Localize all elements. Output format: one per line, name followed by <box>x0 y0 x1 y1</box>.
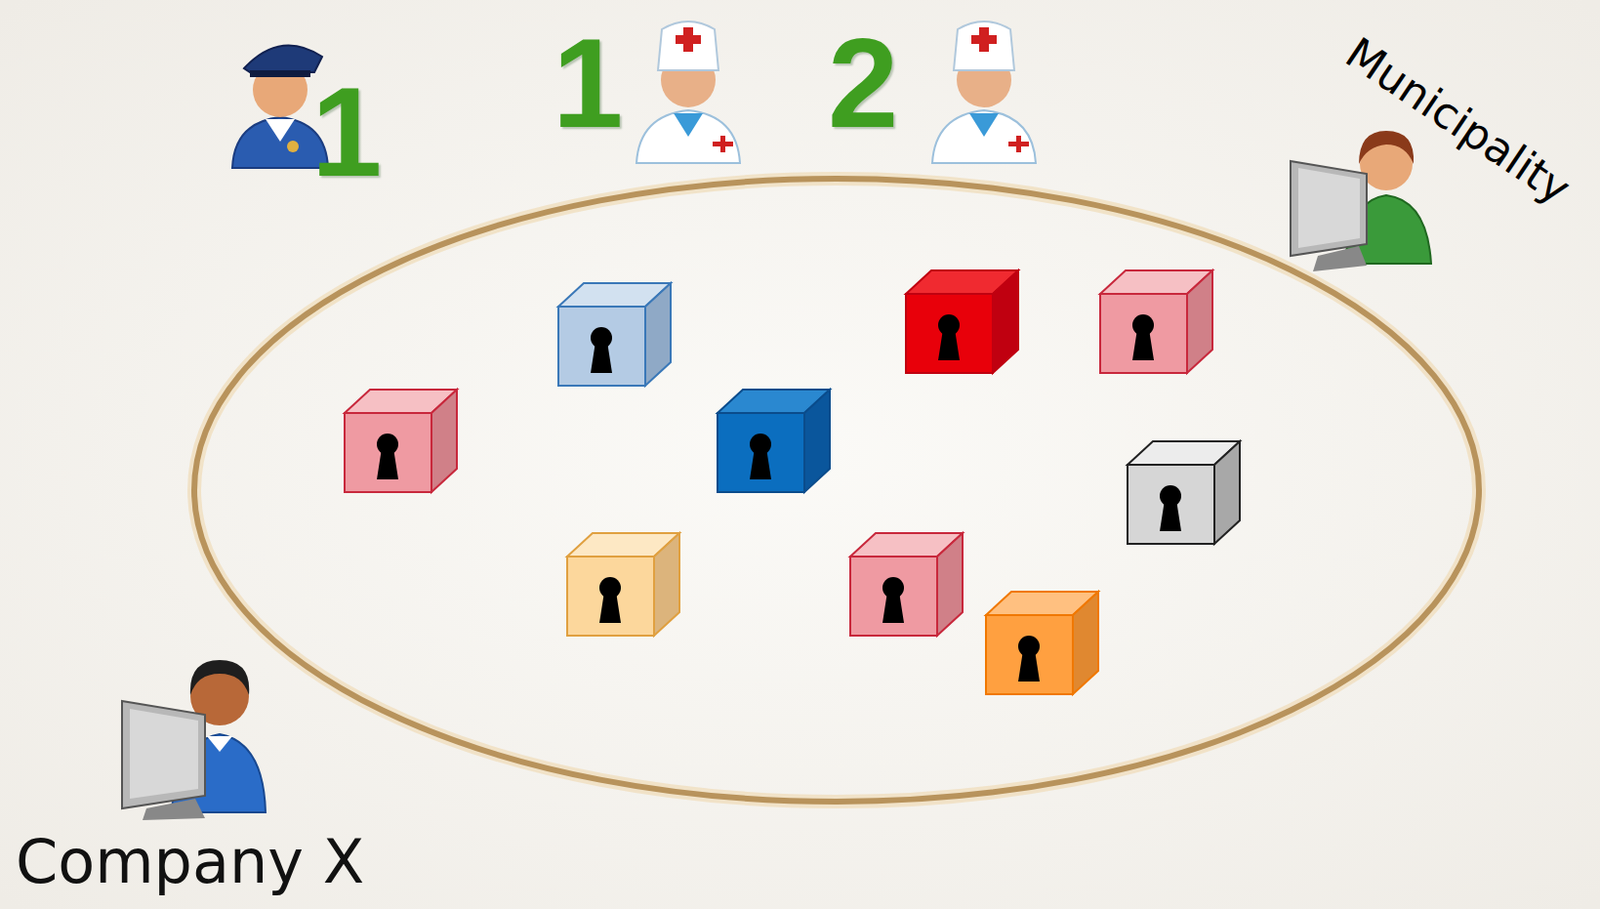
party-label: Company X <box>15 831 365 893</box>
locked-box <box>567 533 680 636</box>
locked-box <box>905 270 1019 373</box>
locked-box <box>1100 270 1213 373</box>
callout-number: 1 <box>552 19 623 147</box>
locked-box <box>1127 441 1240 544</box>
region-glow <box>194 178 1479 802</box>
locked-box <box>850 533 963 636</box>
callout-number: 1 <box>311 68 382 196</box>
callout-number: 2 <box>827 19 899 147</box>
computer-user-icon <box>1290 130 1432 272</box>
locked-box <box>344 389 457 493</box>
locked-box <box>985 591 1099 695</box>
doctor-icon <box>636 21 740 164</box>
locked-box <box>558 283 671 386</box>
locked-box <box>717 389 830 493</box>
doctor-icon <box>932 21 1036 164</box>
computer-user-icon <box>122 659 266 821</box>
region-ellipse <box>194 178 1479 802</box>
